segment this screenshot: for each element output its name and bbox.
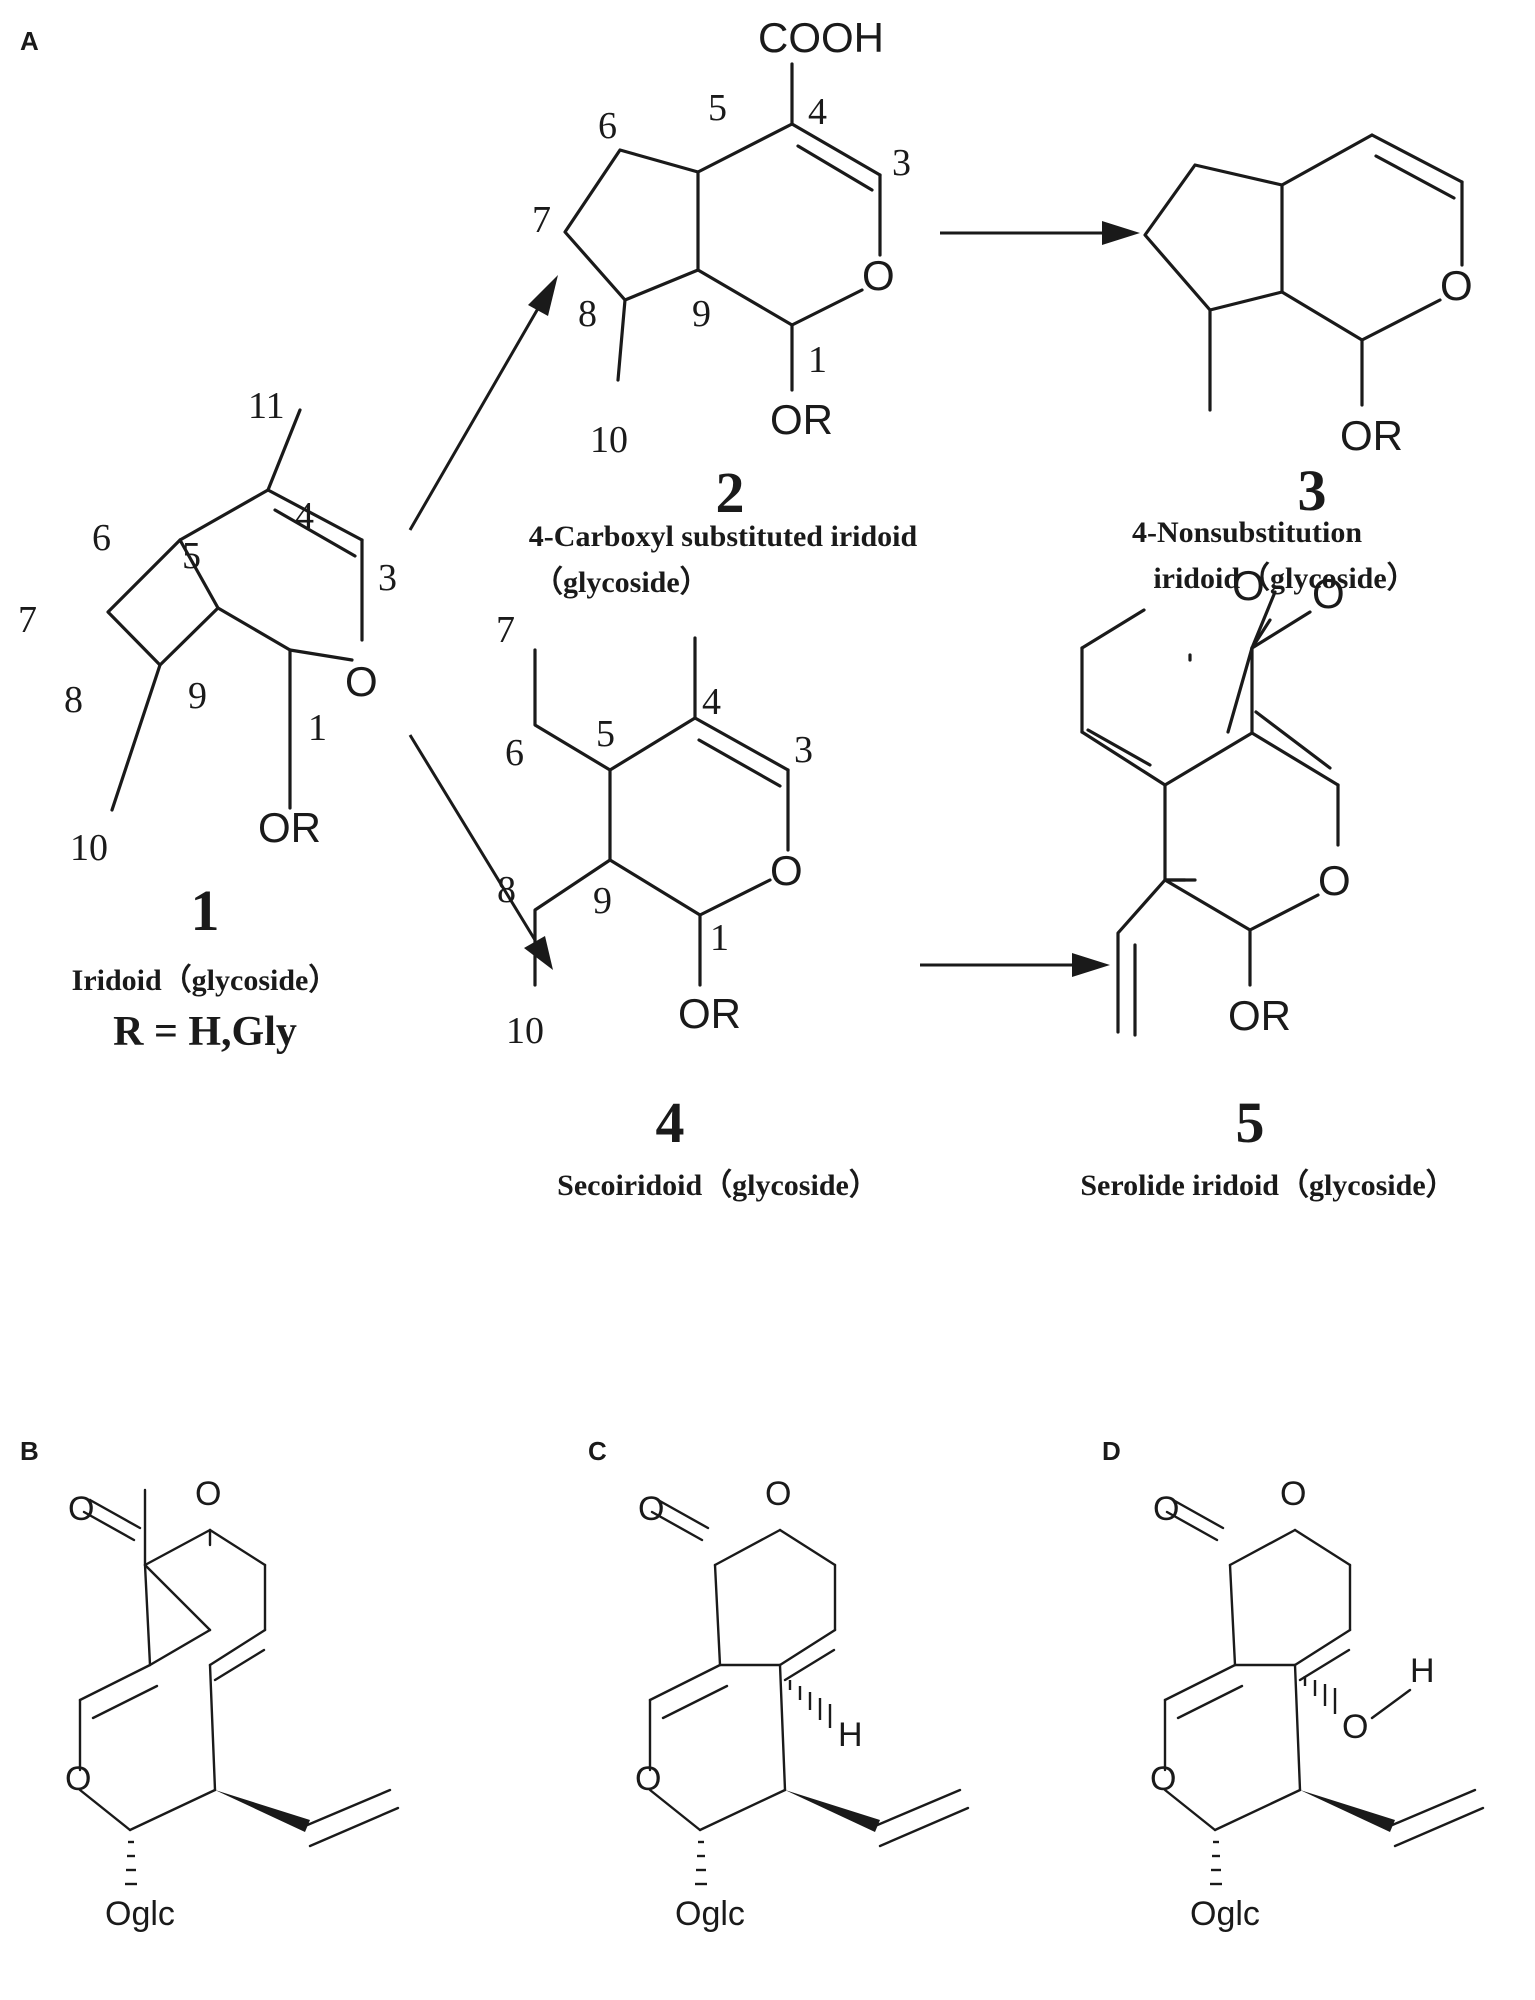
compound-number-2: 2 xyxy=(716,460,745,525)
reaction-arrows xyxy=(408,221,1140,977)
num-9: 9 xyxy=(692,293,711,335)
or-group-3: OR xyxy=(1340,412,1403,459)
ring-oxygen-3: O xyxy=(1440,262,1473,309)
carbonyl-oxygen: O xyxy=(1312,570,1345,617)
num-7: 7 xyxy=(532,199,551,241)
num-6: 6 xyxy=(505,732,524,774)
structure-d: O O O O H Oglc xyxy=(1150,1475,1485,1933)
num-6: 6 xyxy=(598,105,617,147)
num-10: 10 xyxy=(506,1010,544,1052)
structure-4-secoiridoid: O OR 4 3 5 7 6 8 9 1 10 4 Secoiridoid（gl… xyxy=(496,609,879,1202)
ring-oxygen-4: O xyxy=(770,847,803,894)
carbonyl-oxygen-c: O xyxy=(638,1490,664,1528)
compound-caption-2b: （glycoside） xyxy=(533,565,710,599)
compound-number-4: 4 xyxy=(656,1090,685,1155)
ring-oxygen-2: O xyxy=(862,252,895,299)
hydroxyl-oxygen-d: O xyxy=(1342,1708,1368,1746)
carbonyl-oxygen-d: O xyxy=(1153,1490,1179,1528)
oglc-group-b: Oglc xyxy=(105,1895,175,1933)
num-10: 10 xyxy=(70,827,108,869)
structure-5-serolide-iridoid: O O O OR 5 Serolide iridoid（glycoside） xyxy=(1080,562,1455,1202)
num-9: 9 xyxy=(188,675,207,717)
ring-oxygen-b: O xyxy=(65,1760,91,1798)
panel-label-c: C xyxy=(588,1436,607,1466)
num-7: 7 xyxy=(18,599,37,641)
compound-number-3: 3 xyxy=(1298,458,1327,523)
compound-caption-1: Iridoid（glycoside） xyxy=(72,963,339,997)
or-group-5: OR xyxy=(1228,992,1291,1039)
structure-3-nonsubstituted-iridoid: O OR 3 4-Nonsubstitution iridoid（glycosi… xyxy=(1132,133,1473,595)
lactone-oxygen-b: O xyxy=(195,1475,221,1513)
panel-label-d: D xyxy=(1102,1436,1121,1466)
compound-caption-5: Serolide iridoid（glycoside） xyxy=(1080,1168,1455,1202)
lactone-ring-oxygen: O xyxy=(1232,562,1265,609)
structure-c: O O O H Oglc xyxy=(88,1475,970,1933)
oglc-group-d: Oglc xyxy=(1190,1895,1260,1933)
num-3: 3 xyxy=(378,557,397,599)
ring-oxygen-5: O xyxy=(1318,857,1351,904)
num-6: 6 xyxy=(92,517,111,559)
ring-oxygen-1: O xyxy=(345,658,378,705)
or-group-4: OR xyxy=(678,990,741,1037)
panel-label-b: B xyxy=(20,1436,39,1466)
compound-caption-3a: 4-Nonsubstitution xyxy=(1132,516,1362,549)
structure-b: O O O Oglc xyxy=(65,1475,400,1933)
compound-caption-3b: iridoid（glycoside） xyxy=(1153,561,1416,595)
structure-1-iridoid: O OR 11 4 3 5 6 7 8 9 1 10 1 Iridoid（gly… xyxy=(18,385,397,1055)
num-4: 4 xyxy=(808,91,827,133)
structure-2-carboxyl-iridoid: COOH O OR 4 3 5 6 7 8 9 1 10 2 4-Carboxy… xyxy=(529,14,918,599)
carboxyl-group: COOH xyxy=(758,14,884,61)
hydrogen-c: H xyxy=(838,1716,863,1754)
compound-caption-2a: 4-Carboxyl substituted iridoid xyxy=(529,520,918,553)
lactone-oxygen-d: O xyxy=(1280,1475,1306,1513)
panel-label-a: A xyxy=(20,26,39,56)
num-3: 3 xyxy=(794,729,813,771)
num-7: 7 xyxy=(496,609,515,651)
num-5: 5 xyxy=(596,713,615,755)
num-11: 11 xyxy=(248,385,285,427)
compound-number-5: 5 xyxy=(1236,1090,1265,1155)
num-1: 1 xyxy=(710,917,729,959)
num-4: 4 xyxy=(295,495,314,537)
compound-caption-4: Secoiridoid（glycoside） xyxy=(557,1168,879,1202)
lactone-oxygen-c: O xyxy=(765,1475,791,1513)
r-definition: R = H,Gly xyxy=(113,1009,297,1055)
num-8: 8 xyxy=(578,293,597,335)
num-1: 1 xyxy=(808,339,827,381)
ring-oxygen-d: O xyxy=(1150,1760,1176,1798)
num-9: 9 xyxy=(593,880,612,922)
compound-number-1: 1 xyxy=(191,878,220,943)
carbonyl-oxygen-b: O xyxy=(68,1490,94,1528)
num-4: 4 xyxy=(702,681,721,723)
num-5: 5 xyxy=(182,535,201,577)
hydroxyl-hydrogen-d: H xyxy=(1410,1652,1435,1690)
num-5: 5 xyxy=(708,87,727,129)
num-8: 8 xyxy=(64,679,83,721)
num-3: 3 xyxy=(892,142,911,184)
num-1: 1 xyxy=(308,707,327,749)
oglc-group-c: Oglc xyxy=(675,1895,745,1933)
or-group-1: OR xyxy=(258,804,321,851)
or-group-2: OR xyxy=(770,396,833,443)
num-10: 10 xyxy=(590,419,628,461)
ring-oxygen-c: O xyxy=(635,1760,661,1798)
